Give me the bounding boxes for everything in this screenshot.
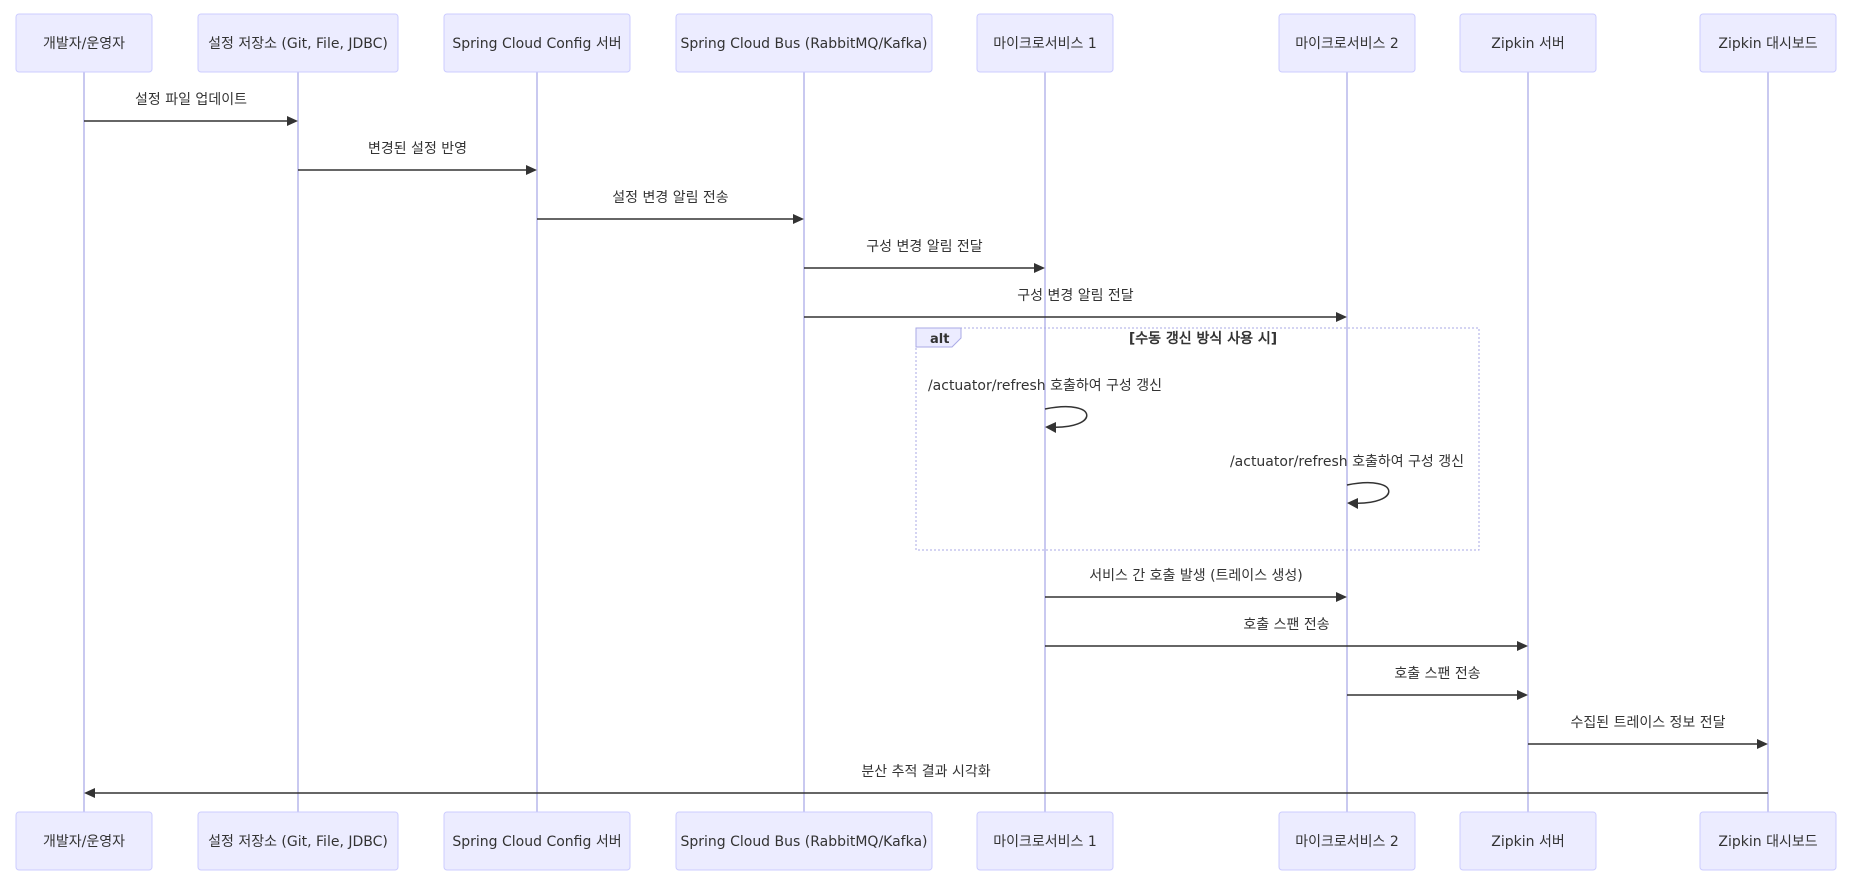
actor-label-bus-top: Spring Cloud Bus (RabbitMQ/Kafka) (680, 36, 927, 52)
actor-box-ms1-bottom (976, 811, 1114, 871)
message-label-12: 분산 추적 결과 시각화 (861, 764, 990, 780)
actor-box-dev-top (15, 13, 153, 73)
actor-label-cfg-bottom: Spring Cloud Config 서버 (452, 834, 621, 850)
actor-label-repo-top: 설정 저장소 (Git, File, JDBC) (208, 36, 388, 52)
actor-label-zip-top: Zipkin 서버 (1491, 36, 1564, 52)
arrowhead-7 (1347, 498, 1358, 509)
actor-box-bus-top (675, 13, 933, 73)
message-label-6: /actuator/refresh 호출하여 구성 갱신 (928, 378, 1162, 394)
alt-keyword: alt (930, 332, 949, 347)
actor-box-repo-bottom (197, 811, 399, 871)
message-label-11: 수집된 트레이스 정보 전달 (1570, 715, 1725, 731)
message-label-1: 설정 파일 업데이트 (135, 92, 247, 108)
actor-label-ms2-bottom: 마이크로서비스 2 (1295, 834, 1399, 850)
actor-label-ms1-bottom: 마이크로서비스 1 (993, 834, 1097, 850)
actor-box-zip-top (1459, 13, 1597, 73)
actor-box-ms1-top (976, 13, 1114, 73)
actor-label-ms2-top: 마이크로서비스 2 (1295, 36, 1399, 52)
lifelines (83, 72, 1769, 812)
arrowhead-11 (1757, 739, 1768, 749)
actor-box-dash-bottom (1699, 811, 1837, 871)
actor-box-cfg-top (443, 13, 631, 73)
arrowhead-5 (1336, 312, 1347, 322)
arrowhead-12 (84, 788, 95, 798)
alt-condition: [수동 갱신 방식 사용 시] (1129, 330, 1277, 347)
arrowhead-10 (1517, 690, 1528, 700)
arrowhead-1 (287, 116, 298, 126)
actor-label-dash-top: Zipkin 대시보드 (1718, 36, 1817, 52)
alt-frame (915, 327, 1480, 551)
message-label-9: 호출 스팬 전송 (1243, 617, 1329, 633)
arrowhead-8 (1336, 592, 1347, 602)
actor-box-bus-bottom (675, 811, 933, 871)
alt-tag (915, 327, 962, 348)
message-label-10: 호출 스팬 전송 (1394, 666, 1480, 682)
actor-label-dev-top: 개발자/운영자 (43, 36, 125, 52)
message-label-5: 구성 변경 알림 전달 (1017, 288, 1134, 304)
actor-box-cfg-bottom (443, 811, 631, 871)
actor-box-ms2-bottom (1278, 811, 1416, 871)
actor-label-dev-bottom: 개발자/운영자 (43, 834, 125, 850)
actor-box-ms2-top (1278, 13, 1416, 73)
actor-box-dash-top (1699, 13, 1837, 73)
message-label-2: 변경된 설정 반영 (368, 141, 467, 157)
actor-label-dash-bottom: Zipkin 대시보드 (1718, 834, 1817, 850)
actor-box-repo-top (197, 13, 399, 73)
actor-box-dev-bottom (15, 811, 153, 871)
arrowhead-2 (526, 165, 537, 175)
arrowhead-9 (1517, 641, 1528, 651)
arrowhead-4 (1034, 263, 1045, 273)
actor-label-cfg-top: Spring Cloud Config 서버 (452, 36, 621, 52)
arrowhead-3 (793, 214, 804, 224)
actor-label-repo-bottom: 설정 저장소 (Git, File, JDBC) (208, 834, 388, 850)
actor-box-zip-bottom (1459, 811, 1597, 871)
actors-top: 개발자/운영자 설정 저장소 (Git, File, JDBC) Spring Cl… (15, 13, 1837, 73)
arrowhead-6 (1045, 422, 1056, 433)
message-label-7: /actuator/refresh 호출하여 구성 갱신 (1230, 454, 1464, 470)
alt-block: alt [수동 갱신 방식 사용 시] (915, 327, 1480, 551)
actor-label-ms1-top: 마이크로서비스 1 (993, 36, 1097, 52)
actor-label-zip-bottom: Zipkin 서버 (1491, 834, 1564, 850)
message-label-8: 서비스 간 호출 발생 (트레이스 생성) (1089, 568, 1303, 584)
message-label-3: 설정 변경 알림 전송 (612, 190, 729, 206)
actor-label-bus-bottom: Spring Cloud Bus (RabbitMQ/Kafka) (680, 834, 927, 850)
message-arrow-7 (1346, 481, 1390, 504)
message-arrow-6 (1044, 405, 1088, 428)
message-label-4: 구성 변경 알림 전달 (866, 239, 983, 255)
actors-bottom: 개발자/운영자 설정 저장소 (Git, File, JDBC) Spring Cl… (15, 811, 1837, 871)
